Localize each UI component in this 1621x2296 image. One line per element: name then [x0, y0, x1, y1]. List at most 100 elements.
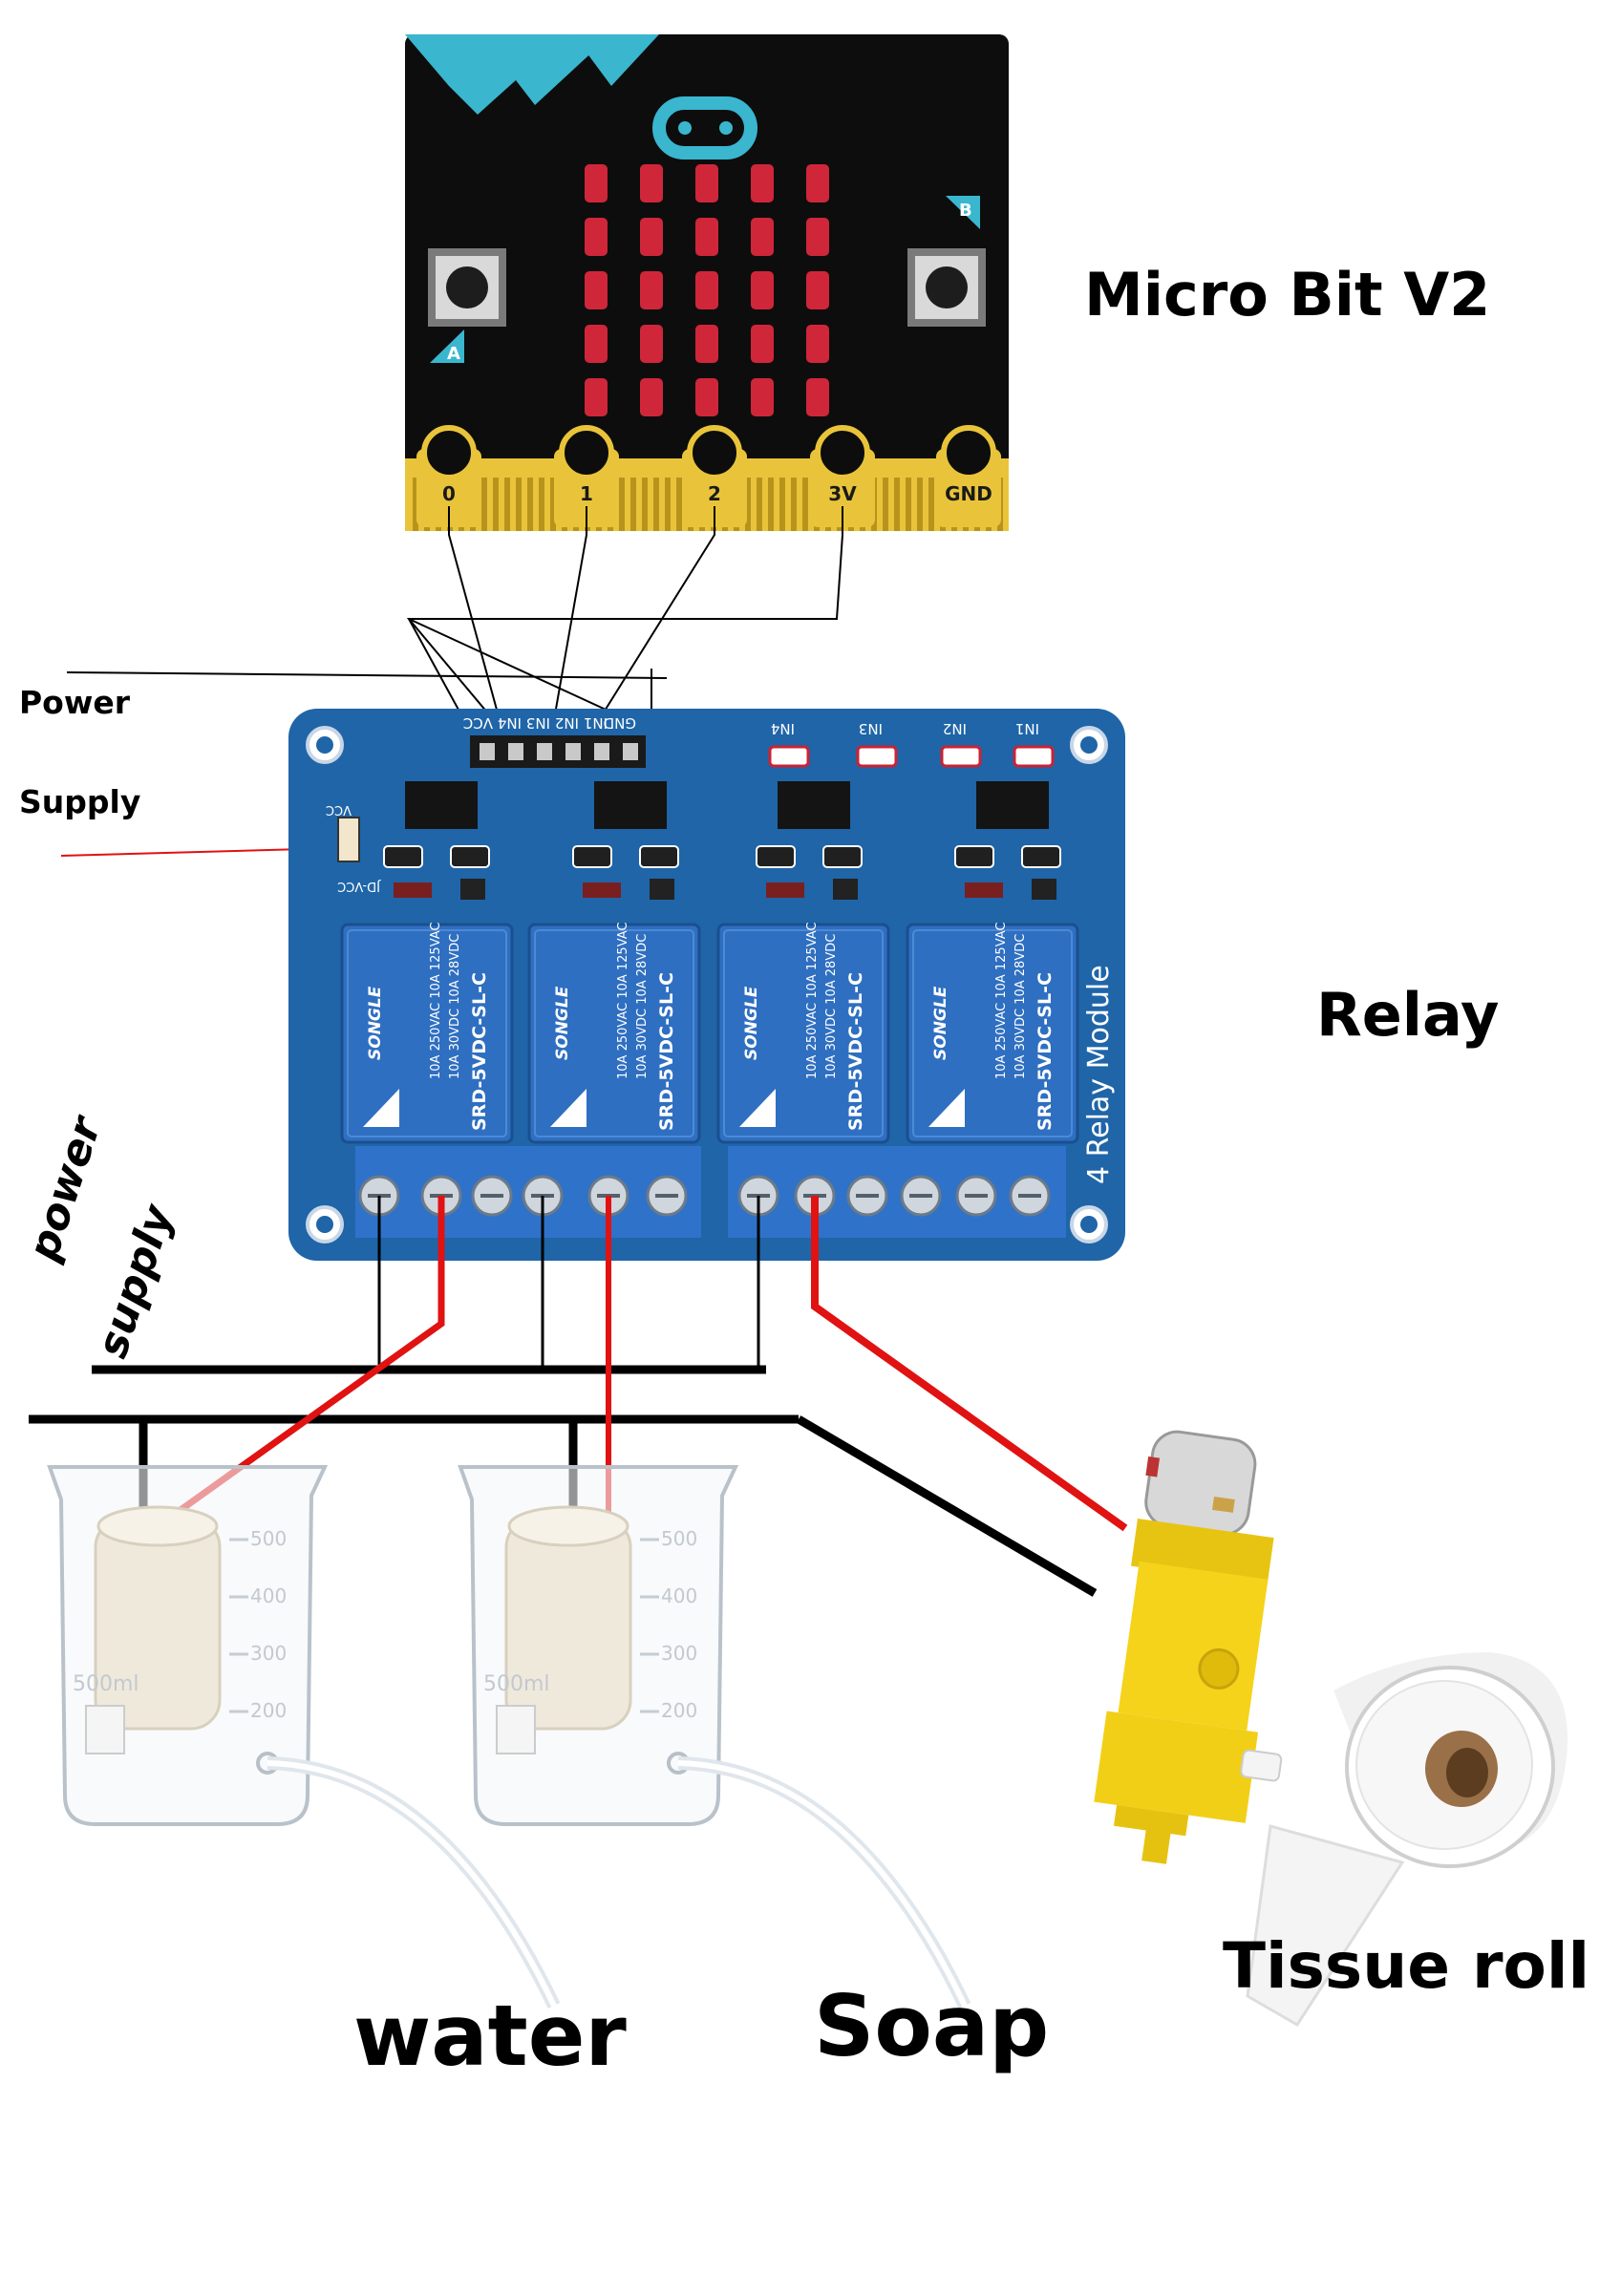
edge-finger: [653, 478, 659, 531]
edge-finger: [516, 478, 522, 531]
relay-header[interactable]: [470, 735, 646, 768]
relay-model: SRD-5VDC-SL-C: [469, 972, 490, 1131]
led-3-0: [585, 325, 608, 363]
beaker-volume-label: 500ml: [73, 1672, 139, 1696]
diode: [583, 882, 621, 898]
led-3-4: [806, 325, 829, 363]
led-2-0: [585, 271, 608, 309]
led-label: IN2: [943, 720, 967, 737]
edge-finger: [791, 478, 797, 531]
relay-model: SRD-5VDC-SL-C: [1034, 972, 1056, 1131]
led-2-1: [640, 271, 663, 309]
header-pin-label: VCC: [463, 714, 493, 732]
relay-rating-2: 10A 30VDC 10A 28VDC: [824, 934, 839, 1079]
led-4-4: [806, 378, 829, 416]
edge-finger: [413, 478, 418, 531]
header-pin[interactable]: [480, 743, 495, 760]
header-pin[interactable]: [565, 743, 581, 760]
microbit-board: A B 0 1 2 3V GND: [405, 34, 1009, 531]
pin-label: 1: [580, 482, 593, 505]
pin-0[interactable]: 0: [416, 425, 481, 527]
button-a[interactable]: A: [428, 248, 506, 364]
signal-wires: [66, 506, 843, 732]
header-pin-label: GND: [604, 714, 636, 732]
led-4-2: [695, 378, 718, 416]
status-led: [1013, 745, 1055, 768]
pin-1[interactable]: 1: [554, 425, 619, 527]
led-2-2: [695, 271, 718, 309]
diode: [394, 882, 432, 898]
power-supply-label-line2: Supply: [19, 783, 141, 820]
jumper-label-jdvcc: JD-VCC: [337, 879, 381, 893]
edge-finger: [630, 478, 636, 531]
relay-rating-2: 10A 30VDC 10A 28VDC: [635, 934, 650, 1079]
resistor: [822, 845, 863, 868]
button-b[interactable]: B: [907, 196, 986, 327]
edge-finger: [768, 478, 774, 531]
pin-pads: 0 1 2 3V GND: [416, 425, 1001, 527]
header-pin-label: IN4: [498, 714, 522, 732]
relay-brand: SONGLE: [931, 986, 950, 1060]
header-pin[interactable]: [623, 743, 638, 760]
resistor: [756, 845, 796, 868]
water-pump: [94, 1517, 222, 1731]
led-matrix: [585, 164, 829, 416]
beaker-scale-label: 300: [661, 1642, 697, 1665]
microbit-logo: [652, 96, 757, 159]
pin-2[interactable]: 2: [682, 425, 747, 527]
edge-finger: [745, 478, 751, 531]
relay-rating-1: 10A 250VAC 10A 125VAC: [429, 923, 443, 1080]
status-led: [856, 745, 898, 768]
led-2-3: [751, 271, 774, 309]
led-1-1: [640, 218, 663, 256]
edge-finger: [906, 478, 911, 531]
header-pin[interactable]: [594, 743, 609, 760]
power-supply-label-line1: Power: [19, 684, 130, 721]
header-pin[interactable]: [537, 743, 552, 760]
microbit-label: Micro Bit V2: [1084, 260, 1491, 330]
transistor: [833, 879, 858, 900]
transistor: [650, 879, 674, 900]
led-0-1: [640, 164, 663, 202]
led-2-4: [806, 271, 829, 309]
edge-finger: [493, 478, 499, 531]
pin-3V[interactable]: 3V: [810, 425, 875, 527]
edge-finger: [550, 478, 556, 531]
edge-finger: [665, 478, 671, 531]
pin-label: GND: [945, 482, 992, 505]
resistor: [1021, 845, 1061, 868]
status-led: [768, 745, 810, 768]
beaker-scale-label: 200: [661, 1699, 697, 1722]
relay-module-name: 4 Relay Module: [1082, 965, 1116, 1184]
led-label: IN3: [859, 720, 883, 737]
optocoupler-chip: [778, 781, 850, 829]
pin-label: 2: [708, 482, 721, 505]
diode: [766, 882, 804, 898]
edge-finger: [504, 478, 510, 531]
relay-terminals: [358, 1175, 1051, 1217]
relay-rating-1: 10A 250VAC 10A 125VAC: [805, 923, 820, 1080]
relay-model: SRD-5VDC-SL-C: [845, 972, 866, 1131]
beaker-scale-label: 500: [250, 1527, 287, 1550]
pin-label: 0: [442, 482, 456, 505]
led-1-4: [806, 218, 829, 256]
pin-GND[interactable]: GND: [936, 425, 1001, 527]
transistor: [1032, 879, 1056, 900]
vcc-jumper[interactable]: [337, 817, 360, 862]
led-4-1: [640, 378, 663, 416]
beaker-scale-label: 500: [661, 1527, 697, 1550]
edge-finger: [883, 478, 888, 531]
edge-finger: [481, 478, 487, 531]
led-1-2: [695, 218, 718, 256]
soap-tube: [677, 1756, 971, 2009]
led-0-2: [695, 164, 718, 202]
relay-model: SRD-5VDC-SL-C: [656, 972, 677, 1131]
button-b-label: B: [959, 201, 972, 221]
tissue-roll-label: Tissue roll: [1223, 1929, 1590, 2003]
header-pin[interactable]: [508, 743, 523, 760]
